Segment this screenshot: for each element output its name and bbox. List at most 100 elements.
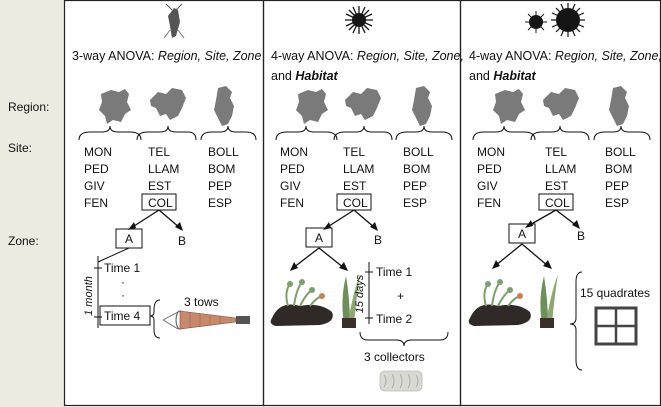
arrow-head: [492, 260, 500, 269]
zone-a-label: A: [125, 232, 133, 246]
site-code: COL: [343, 196, 368, 210]
branch-arrow-b: [353, 209, 376, 229]
habitat-arrow-2: [521, 243, 549, 267]
site-code: FEN: [280, 196, 304, 210]
time-dot: ·: [121, 288, 125, 302]
habitat-arrow-1: [292, 247, 320, 269]
site-brace-2: [136, 125, 197, 141]
site-code: LLAM: [148, 162, 179, 176]
site-code: PED: [477, 162, 502, 176]
site-code: GIV: [477, 179, 498, 193]
site-code: MON: [280, 145, 308, 159]
branch-arrow-b: [158, 209, 181, 229]
site-list-region-1: MON PED GIV FEN: [84, 145, 112, 210]
row-label-column: [0, 0, 64, 407]
habitat-arrow-1: [494, 243, 523, 267]
site-code: PEP: [403, 179, 427, 193]
panel-2: 4-way ANOVA: Region, Site, Zone, and Hab…: [270, 6, 464, 392]
zone-b-label: B: [178, 234, 186, 248]
site-list-region-2: TEL LLAM EST COL: [336, 145, 374, 211]
zone-a-label: A: [518, 227, 526, 241]
site-code: MON: [84, 145, 112, 159]
arrow-head: [370, 222, 378, 231]
region-map-3: [214, 86, 234, 126]
panel-3-title: 4-way ANOVA: Region, Site, Zone,: [469, 49, 661, 63]
samples-label: 3 tows: [184, 295, 219, 309]
site-code: COL: [545, 196, 570, 210]
site-code: EST: [148, 179, 172, 193]
branch-arrow-a: [527, 209, 557, 227]
arrow-head: [290, 262, 298, 271]
site-code: BOLL: [403, 145, 434, 159]
site-code: EST: [545, 179, 569, 193]
duration-label: 1 month: [83, 276, 95, 316]
sea-urchins-icon: [525, 3, 585, 37]
arrow-head: [323, 222, 331, 230]
seagrass-habitat-icon: [342, 274, 360, 328]
time-1-label: Time 1: [104, 261, 141, 275]
branch-arrow-a: [130, 209, 160, 229]
zone-a-box: [508, 223, 536, 244]
site-code: GIV: [280, 179, 301, 193]
arrow-head: [543, 260, 552, 269]
site-brace-1: [275, 125, 338, 141]
algae-habitat-icon: [270, 279, 333, 326]
region-map-3: [412, 86, 432, 126]
site-code: LLAM: [343, 162, 374, 176]
site-code: TEL: [545, 145, 567, 159]
site-brace-2: [530, 125, 590, 141]
samples-label: 3 collectors: [364, 350, 425, 364]
plankton-net-icon: [162, 310, 250, 330]
site-brace-1: [472, 125, 536, 141]
arrow-head: [339, 262, 348, 271]
zone-b-label: B: [374, 233, 382, 247]
region-map-2: [345, 88, 381, 120]
sea-urchin-larva-icon: [345, 6, 373, 34]
site-code: BOLL: [208, 145, 239, 159]
site-code: FEN: [84, 196, 108, 210]
zone-a-connector: [97, 247, 130, 263]
site-code: LLAM: [545, 162, 576, 176]
panel-2-title-line-2: and Habitat: [271, 69, 339, 83]
row-label-site: Site:: [8, 141, 32, 155]
site-code: BOM: [208, 162, 235, 176]
region-map-1: [493, 89, 525, 124]
site-list-region-2: TEL LLAM EST COL: [538, 145, 576, 211]
time-1-label: Time 1: [376, 265, 413, 279]
site-list-region-1: MON PED GIV FEN: [477, 145, 505, 210]
region-map-2: [543, 88, 579, 120]
site-code: ESP: [208, 196, 232, 210]
site-code: PED: [84, 162, 109, 176]
site-brace-1: [78, 125, 142, 141]
duration-label: 15 days: [354, 274, 366, 313]
site-code: PED: [280, 162, 305, 176]
panel-3: 4-way ANOVA: Region, Site, Zone, and Hab…: [468, 3, 661, 371]
site-brace-2: [333, 125, 393, 141]
arrow-head: [175, 222, 183, 231]
site-code: GIV: [84, 179, 105, 193]
region-map-2: [150, 88, 186, 120]
panel-1-title: 3-way ANOVA: Region, Site, Zone: [72, 49, 262, 63]
time-dot: ·: [121, 275, 125, 289]
habitat-arrow-2: [318, 247, 345, 269]
branch-arrow-a: [325, 209, 355, 229]
collector-rope-icon: [379, 370, 423, 392]
site-code: TEL: [343, 145, 365, 159]
row-label-region: Region:: [8, 100, 49, 114]
zone-a-box: [305, 227, 333, 248]
panel-2-title: 4-way ANOVA: Region, Site, Zone,: [271, 49, 464, 63]
time-4-label: Time 4: [104, 309, 141, 323]
site-code: ESP: [605, 196, 629, 210]
site-list-region-3: BOLL BOM PEP ESP: [208, 145, 239, 210]
shrimp-larva-icon: [163, 3, 185, 39]
site-code: FEN: [477, 196, 501, 210]
site-code: TEL: [148, 145, 170, 159]
region-map-1: [296, 89, 328, 124]
samples-label: 15 quadrates: [580, 286, 650, 300]
site-brace-3: [200, 125, 257, 141]
region-map-1: [99, 89, 131, 124]
site-code: MON: [477, 145, 505, 159]
site-list-region-3: BOLL BOM PEP ESP: [403, 145, 434, 210]
